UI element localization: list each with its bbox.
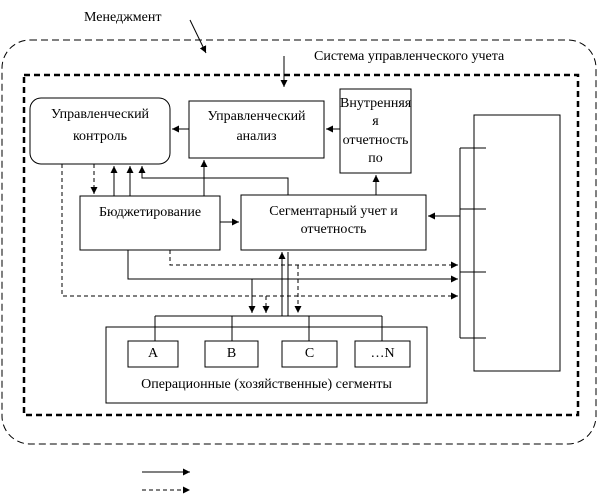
internal-reporting-label-3: отчетность [342, 133, 409, 148]
segment-a-box [127, 340, 179, 368]
management-arrow [189, 19, 207, 54]
analysis-label-2: анализ [236, 129, 277, 144]
budgeting-label: Бюджетирование [98, 205, 202, 220]
analysis-label-1: Управленческий [207, 109, 306, 124]
control-label-1: Управленческий [50, 107, 150, 122]
internal-reporting-label-1: Внутренняя [340, 96, 412, 111]
segment-accounting-label-1: Сегментарный учет и [269, 204, 398, 219]
segment-n-label: …N [370, 346, 395, 361]
budgeting-solid-to-bus [127, 250, 458, 283]
segment-c-label: C [304, 346, 315, 361]
segment-c-box [281, 340, 338, 368]
internal-reporting-box [339, 88, 412, 174]
segment-b-label: B [226, 346, 237, 361]
budgeting-dashed-to-bus [169, 250, 458, 269]
segment-n-box [354, 340, 411, 368]
internal-reporting-label-4: по [368, 151, 383, 166]
control-label-2: контроль [72, 129, 128, 144]
segment-to-control-arrow [138, 166, 289, 195]
control-box [29, 97, 171, 165]
management-label: Менеджмент [84, 10, 162, 25]
right-info-box [473, 114, 561, 372]
segments-caption: Операционные (хозяйственные) сегменты [141, 377, 392, 392]
management-frame [1, 39, 597, 445]
system-title: Система управленческого учета [314, 49, 505, 64]
control-dashed-to-bus [61, 164, 458, 300]
budgeting-box [79, 195, 221, 251]
segment-accounting-box [240, 194, 427, 251]
system-frame [22, 73, 580, 417]
segment-accounting-label-2: отчетность [300, 222, 367, 237]
segment-a-label: A [147, 346, 159, 361]
internal-reporting-label-2: я [372, 114, 379, 129]
segment-b-box [204, 340, 259, 368]
analysis-box [188, 100, 325, 159]
